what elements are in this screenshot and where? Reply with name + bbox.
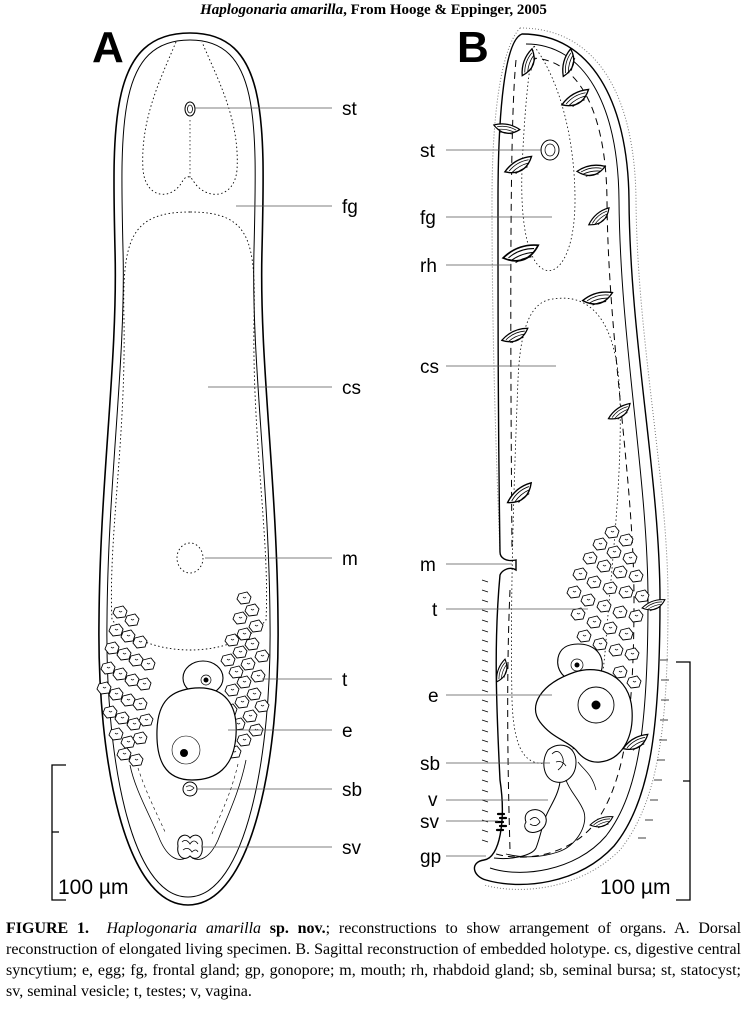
panel-b-leader-lines: [446, 149, 588, 857]
panel-a-label-t: t: [342, 670, 348, 691]
panel-a-scale-label: 100 µm: [58, 876, 128, 899]
panel-b-label-t: t: [432, 600, 438, 621]
panel-a-scale-bar: [51, 764, 66, 901]
panel-a-label-e: e: [342, 721, 353, 742]
panel-a-egg: [156, 687, 237, 781]
panel-a: A: [51, 23, 362, 906]
panel-a-seminal-bursa: [182, 781, 198, 797]
caption-sp-nov: sp. nov.: [269, 920, 326, 937]
panel-b-label-fg: fg: [420, 208, 436, 229]
panel-a-frontal-gland: [142, 41, 238, 195]
panel-a-letter: A: [92, 23, 124, 72]
panel-b-label-sb: sb: [420, 754, 440, 775]
caption-species: Haplogonaria amarilla: [106, 920, 262, 937]
panel-b-label-v: v: [428, 790, 438, 811]
panel-b-statocyst: [540, 139, 560, 161]
caption-text: ; reconstructions to show arrangement of…: [6, 920, 742, 1000]
header-source: , From Hooge & Eppinger, 2005: [343, 2, 547, 18]
panel-a-label-fg: fg: [342, 197, 358, 218]
figure-caption: FIGURE 1. Haplogonaria amarilla sp. nov.…: [6, 918, 741, 1002]
panel-b-label-e: e: [428, 686, 439, 707]
panel-b-body-outline: [473, 33, 661, 886]
panel-b-label-m: m: [420, 555, 436, 576]
panel-b-egg: [535, 669, 633, 763]
panel-b-letter: B: [457, 23, 489, 72]
panel-a-central-syncytium: [110, 211, 268, 651]
panel-a-label-cs: cs: [342, 378, 361, 399]
panel-b-label-st: st: [420, 141, 436, 162]
panel-b-label-rh: rh: [420, 256, 437, 277]
panel-a-body-outline: [98, 32, 279, 906]
panel-b-scale-label: 100 µm: [600, 876, 670, 899]
panel-b-label-cs: cs: [420, 357, 439, 378]
panel-a-statocyst: [184, 101, 196, 117]
figure-header: Haplogonaria amarilla, From Hooge & Eppi…: [0, 2, 747, 19]
panel-b-scale-bar: [676, 661, 691, 901]
panel-b-reproductive-organs: [493, 744, 597, 859]
panel-a-label-sb: sb: [342, 780, 362, 801]
header-species: Haplogonaria amarilla: [200, 2, 344, 18]
panel-a-label-sv: sv: [342, 838, 362, 859]
panel-b-central-syncytium: [511, 297, 621, 764]
panel-b-label-sv: sv: [420, 812, 440, 833]
panel-a-seminal-vesicle: [177, 834, 203, 859]
panel-b: B: [420, 23, 691, 901]
panel-a-mouth: [176, 542, 204, 574]
panel-a-leader-lines: [195, 107, 332, 848]
panel-b-label-gp: gp: [420, 847, 441, 868]
figure-illustration: A: [51, 23, 691, 906]
panel-a-label-m: m: [342, 549, 358, 570]
panel-a-label-st: st: [342, 99, 358, 120]
caption-figure-label: FIGURE 1.: [6, 920, 89, 937]
